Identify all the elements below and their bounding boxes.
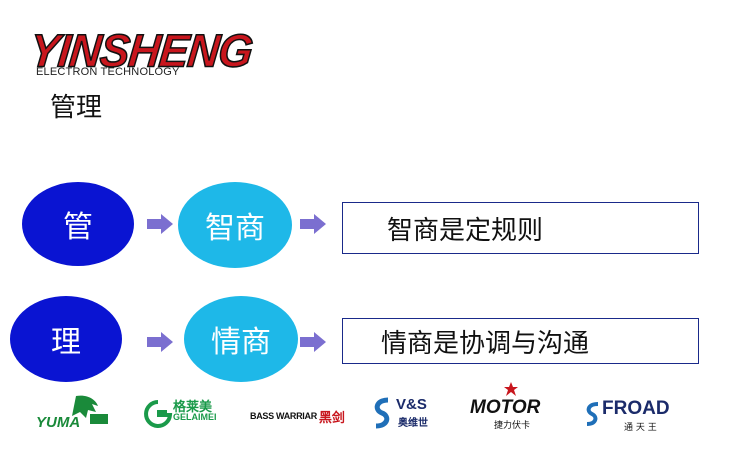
brand-bass-warriar-cn: 黑剑: [318, 410, 345, 426]
statement-qingshang: 情商是协调与沟通: [381, 328, 590, 359]
f-swirl-icon: [586, 402, 599, 426]
brand-gelaimei: 格莱美 GELAIMEI: [143, 396, 233, 432]
brand-bass-warriar: BASS WARRIAR 黑剑: [250, 404, 346, 428]
arrow-right-icon: [147, 332, 173, 352]
brand-vs: V&S 奥维世: [370, 394, 442, 432]
arrow-right-icon: [300, 214, 326, 234]
brand-froad-label: FROAD: [602, 398, 670, 419]
brand-motor-label: MOTOR: [470, 397, 541, 418]
arrow-right-icon: [300, 332, 326, 352]
circle-zhishang-label: 智商: [205, 211, 265, 246]
circle-guan-label: 管: [63, 210, 93, 245]
horse-icon: [72, 395, 108, 424]
statement-box-qingshang: 情商是协调与沟通: [342, 318, 699, 364]
circle-qingshang: 情商: [184, 296, 298, 382]
star-icon: [504, 382, 518, 396]
circle-guan: 管: [22, 182, 134, 266]
brand-vs-cn: 奥维世: [398, 418, 428, 429]
statement-box-zhishang: 智商是定规则: [342, 202, 699, 254]
circle-li-label: 理: [51, 325, 81, 360]
circle-li: 理: [10, 296, 122, 382]
brand-gelaimei-sub: GELAIMEI: [173, 412, 217, 422]
brand-gelaimei-label: 格莱美: [173, 400, 213, 415]
circle-zhishang: 智商: [178, 182, 292, 268]
g-leaf-icon: [144, 400, 173, 428]
arrow-right-icon: [147, 214, 173, 234]
brand-yuma: YUMA: [36, 392, 114, 432]
page-title: 管理: [50, 93, 103, 123]
brand-vs-label: V&S: [396, 396, 427, 413]
brand-motor: MOTOR 捷力伏卡: [470, 382, 550, 432]
brand-logo-subtitle: ELECTRON TECHNOLOGY: [36, 66, 180, 78]
brand-froad: FROAD 通 天 王: [584, 396, 694, 433]
brand-froad-cn: 通 天 王: [624, 423, 657, 433]
brand-bass-warriar-label: BASS WARRIAR: [250, 411, 317, 421]
statement-zhishang: 智商是定规则: [387, 215, 544, 246]
brand-motor-cn: 捷力伏卡: [494, 421, 531, 431]
vs-swirl-icon: [374, 397, 390, 429]
circle-qingshang-label: 情商: [211, 325, 271, 360]
brand-yuma-label: YUMA: [36, 414, 81, 431]
